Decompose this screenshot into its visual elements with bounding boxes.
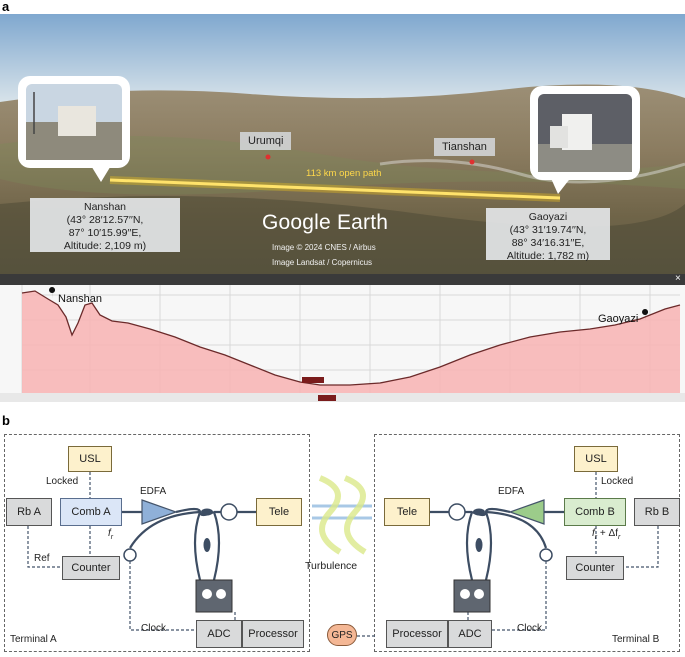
clock-b-label: Clock — [517, 623, 543, 634]
elevation-profile[interactable]: × Nanshan Gaoyazi — [0, 273, 685, 402]
panel-a-letter: a — [2, 0, 10, 14]
close-icon[interactable]: × — [675, 273, 681, 284]
city-label-urumqi: Urumqi — [240, 132, 292, 150]
image-credit-1: Image © 2024 CNES / Airbus — [272, 243, 376, 252]
gaoyazi-lon: 88° 34′16.31′′E, — [511, 237, 585, 249]
nanshan-alt: Altitude: 2,109 m) — [63, 240, 147, 252]
tele-b-block: Tele — [384, 498, 430, 526]
comb-b-block: Comb B — [564, 498, 626, 526]
city-label-tianshan: Tianshan — [434, 138, 495, 156]
locked-a-label: Locked — [46, 476, 79, 487]
terminal-a-label: Terminal A — [10, 634, 57, 645]
usl-a-block: USL — [68, 446, 112, 472]
fr-a-label: fr — [108, 528, 114, 541]
profile-label-gaoyazi: Gaoyazi — [598, 313, 639, 325]
path-label: 113 km open path — [306, 168, 382, 179]
tele-a-block: Tele — [256, 498, 302, 526]
gaoyazi-alt: Altitude: 1,782 m) — [506, 250, 590, 262]
profile-label-nanshan: Nanshan — [58, 293, 103, 305]
adc-b-block: ADC — [448, 620, 492, 648]
usl-b-block: USL — [574, 446, 618, 472]
processor-b-block: Processor — [386, 620, 448, 648]
comb-a-block: Comb A — [60, 498, 122, 526]
edfa-b-label: EDFA — [498, 486, 525, 497]
terminal-b-frame — [374, 434, 680, 652]
profile-header-bar — [0, 274, 685, 285]
edfa-a-label: EDFA — [140, 486, 167, 497]
rb-a-block: Rb A — [6, 498, 52, 526]
gaoyazi-name: Gaoyazi — [528, 211, 568, 223]
gaoyazi-info-box: Gaoyazi (43° 31′19.74′′N, 88° 34′16.31′′… — [486, 208, 610, 262]
nanshan-name: Nanshan — [83, 201, 127, 213]
clock-a-label: Clock — [141, 623, 167, 634]
nanshan-lon: 87° 10′15.99′′E, — [68, 227, 142, 239]
profile-chart — [0, 285, 685, 402]
locked-b-label: Locked — [601, 476, 634, 487]
image-credit-2: Image Landsat / Copernicus — [272, 258, 373, 267]
terminal-a-frame — [4, 434, 310, 652]
rb-b-block: Rb B — [634, 498, 680, 526]
adc-a-block: ADC — [196, 620, 242, 648]
fr-b-label: fr + Δfr — [592, 528, 621, 541]
nanshan-lat: (43° 28′12.57′′N, — [66, 214, 144, 226]
gps-block: GPS — [327, 624, 357, 646]
nanshan-info-box: Nanshan (43° 28′12.57′′N, 87° 10′15.99′′… — [30, 198, 180, 252]
counter-b-block: Counter — [566, 556, 624, 580]
terminal-b-label: Terminal B — [612, 634, 660, 645]
ref-label: Ref — [34, 553, 50, 564]
panel-b-letter: b — [2, 413, 10, 428]
turbulence-label: Turbulence — [305, 560, 358, 572]
gaoyazi-lat: (43° 31′19.74′′N, — [509, 224, 587, 236]
processor-a-block: Processor — [242, 620, 304, 648]
counter-a-block: Counter — [62, 556, 120, 580]
satellite-map[interactable]: Urumqi Tianshan 113 km open path Google … — [0, 14, 685, 274]
google-earth-brand: Google Earth — [262, 211, 389, 234]
